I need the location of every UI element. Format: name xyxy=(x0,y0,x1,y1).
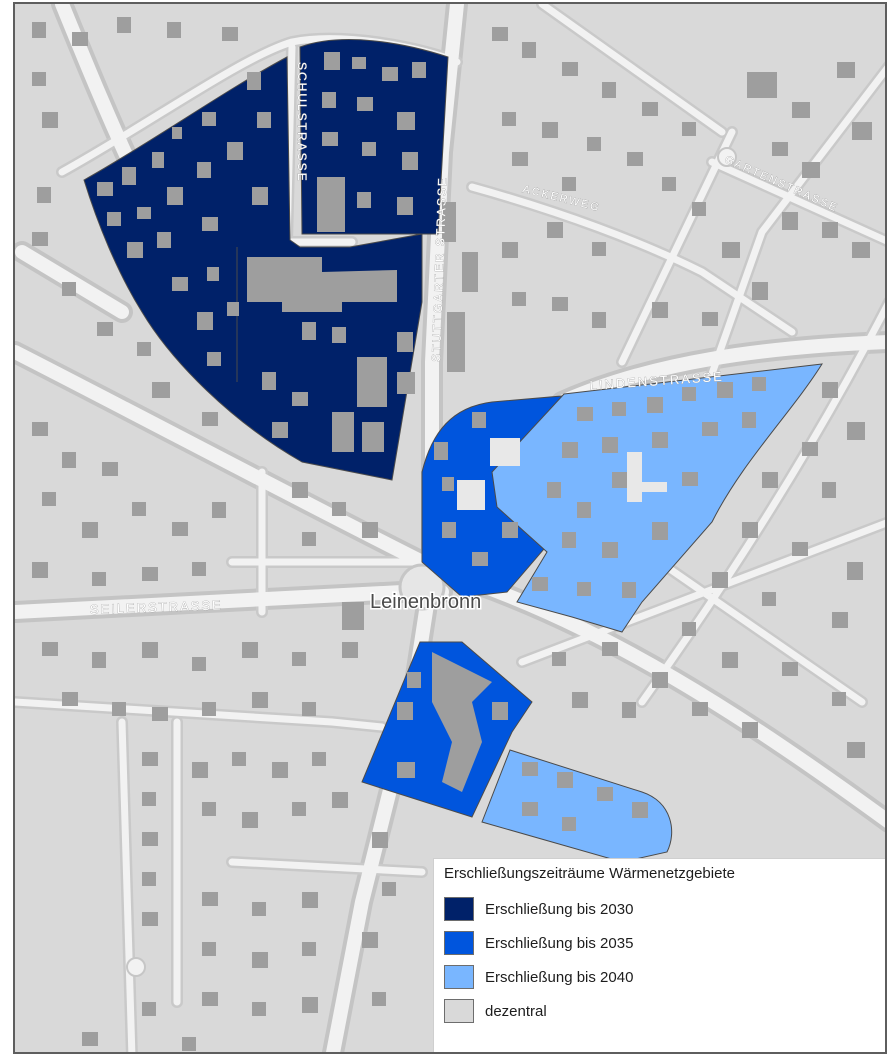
zone-2040-north[interactable] xyxy=(491,363,823,633)
legend-item: Erschließung bis 2030 xyxy=(444,896,878,922)
legend-swatch xyxy=(444,965,474,989)
street-label-stuttgarter-strasse: STUTTGARTER STRASSE xyxy=(429,176,449,362)
legend-item: Erschließung bis 2035 xyxy=(444,930,878,956)
map-legend: Erschließungszeiträume Wärmenetzgebiete … xyxy=(433,858,885,1052)
legend-label: Erschließung bis 2035 xyxy=(485,934,634,952)
legend-item: dezentral xyxy=(444,998,878,1024)
legend-item: Erschließung bis 2040 xyxy=(444,964,878,990)
map-frame[interactable]: SCHULSTRASSE STUTTGARTER STRASSE LINDENS… xyxy=(13,2,887,1054)
map-canvas[interactable]: SCHULSTRASSE STUTTGARTER STRASSE LINDENS… xyxy=(15,4,885,1052)
place-label: Leinenbronn xyxy=(370,591,481,613)
zone-2040-south[interactable] xyxy=(481,749,673,863)
buildings xyxy=(32,17,872,1051)
street-label-schulstrasse: SCHULSTRASSE xyxy=(295,62,309,183)
legend-label: dezentral xyxy=(485,1002,547,1020)
legend-label: Erschließung bis 2030 xyxy=(485,900,634,918)
street-label-seilerstrasse: SEILERSTRASSE xyxy=(90,597,223,617)
legend-swatch xyxy=(444,931,474,955)
legend-label: Erschließung bis 2040 xyxy=(485,968,634,986)
legend-swatch xyxy=(444,999,474,1023)
legend-swatch xyxy=(444,897,474,921)
legend-title: Erschließungszeiträume Wärmenetzgebiete xyxy=(444,865,735,882)
